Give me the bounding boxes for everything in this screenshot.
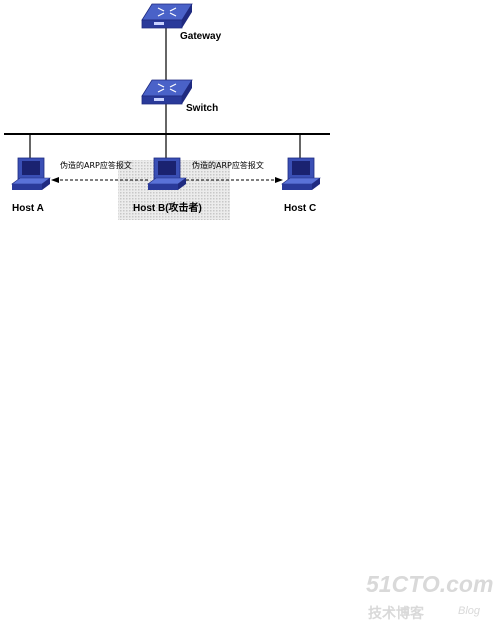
switch-label: Switch bbox=[186, 103, 218, 114]
arrow-label-host-c: 伪造的ARP应答报文 bbox=[192, 160, 264, 170]
gateway-icon bbox=[141, 3, 193, 29]
host-c-label: Host C bbox=[284, 203, 316, 214]
host-a-computer-icon bbox=[11, 157, 51, 190]
host-c-computer-icon bbox=[281, 157, 321, 190]
host-b-label: Host B(攻击者) bbox=[133, 201, 202, 214]
svg-text:技术博客: 技术博客 bbox=[368, 605, 425, 622]
host-a-label: Host A bbox=[12, 203, 44, 214]
site-watermark: 51CTO.com 技术博客 Blog bbox=[366, 571, 493, 622]
svg-text:Blog: Blog bbox=[458, 605, 481, 617]
switch-icon bbox=[141, 79, 193, 105]
host-b-computer-icon bbox=[147, 157, 187, 190]
arrow-label-host-a: 伪造的ARP应答报文 bbox=[60, 160, 132, 170]
gateway-label: Gateway bbox=[180, 31, 222, 42]
svg-text:51CTO.com: 51CTO.com bbox=[366, 571, 493, 597]
